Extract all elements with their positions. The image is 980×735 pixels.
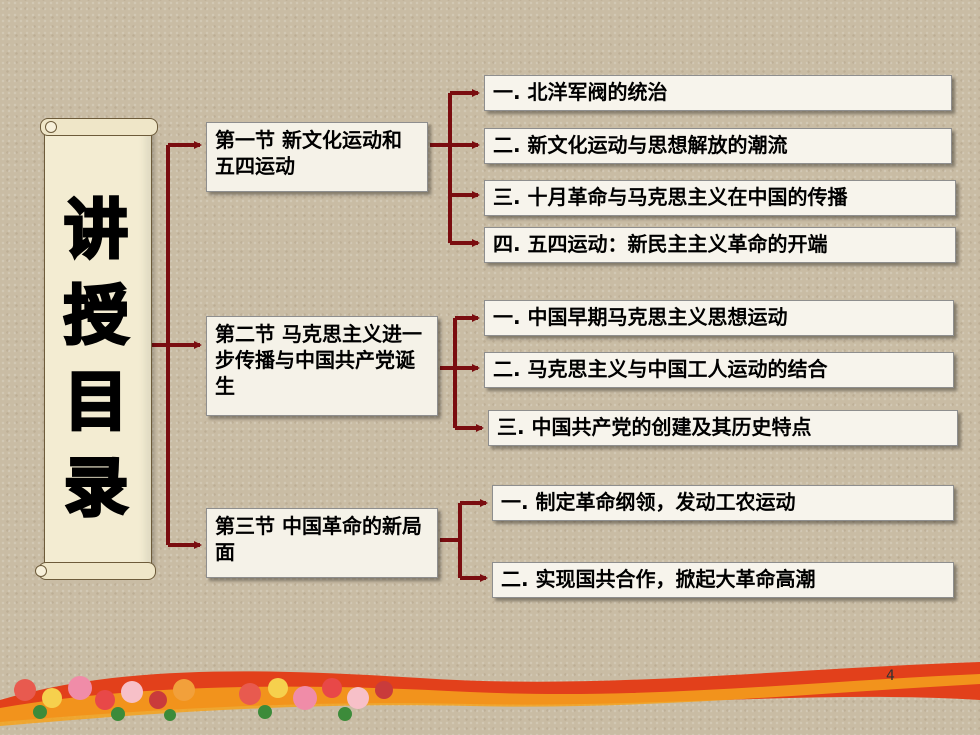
scroll-title: 讲授目录 — [63, 193, 130, 528]
scroll-top-roll — [40, 118, 158, 136]
scroll-paper — [44, 126, 152, 572]
title-scroll: 讲授目录 — [35, 118, 158, 580]
scroll-curl-icon — [45, 121, 57, 133]
section-3-box[interactable]: 第三节 中国革命的新局面 — [206, 508, 438, 578]
banner-ribbon-highlight — [0, 674, 980, 726]
item-s1-1[interactable]: 一. 北洋军阀的统治 — [484, 75, 952, 111]
scroll-curl-icon — [35, 565, 47, 577]
item-s1-4[interactable]: 四. 五四运动：新民主主义革命的开端 — [484, 227, 956, 263]
item-s2-1[interactable]: 一. 中国早期马克思主义思想运动 — [484, 300, 954, 336]
page-number: 4 — [886, 668, 895, 684]
flower-cluster-left — [14, 676, 195, 721]
banner-ribbon — [0, 662, 980, 722]
scroll-bottom-roll — [35, 562, 156, 580]
item-s2-2[interactable]: 二. 马克思主义与中国工人运动的结合 — [484, 352, 954, 388]
flower-banner — [0, 662, 980, 726]
item-s3-1[interactable]: 一. 制定革命纲领，发动工农运动 — [492, 485, 954, 521]
item-s3-2[interactable]: 二. 实现国共合作，掀起大革命高潮 — [492, 562, 954, 598]
flower-cluster-center — [239, 678, 393, 721]
item-s1-2[interactable]: 二. 新文化运动与思想解放的潮流 — [484, 128, 952, 164]
section-1-box[interactable]: 第一节 新文化运动和五四运动 — [206, 122, 428, 192]
connector-section-2 — [440, 318, 457, 428]
connector-section-1 — [430, 93, 452, 243]
item-s2-3[interactable]: 三. 中国共产党的创建及其历史特点 — [488, 410, 958, 446]
connector-section-3 — [440, 503, 462, 578]
item-s1-3[interactable]: 三. 十月革命与马克思主义在中国的传播 — [484, 180, 956, 216]
section-2-box[interactable]: 第二节 马克思主义进一步传播与中国共产党诞生 — [206, 316, 438, 416]
